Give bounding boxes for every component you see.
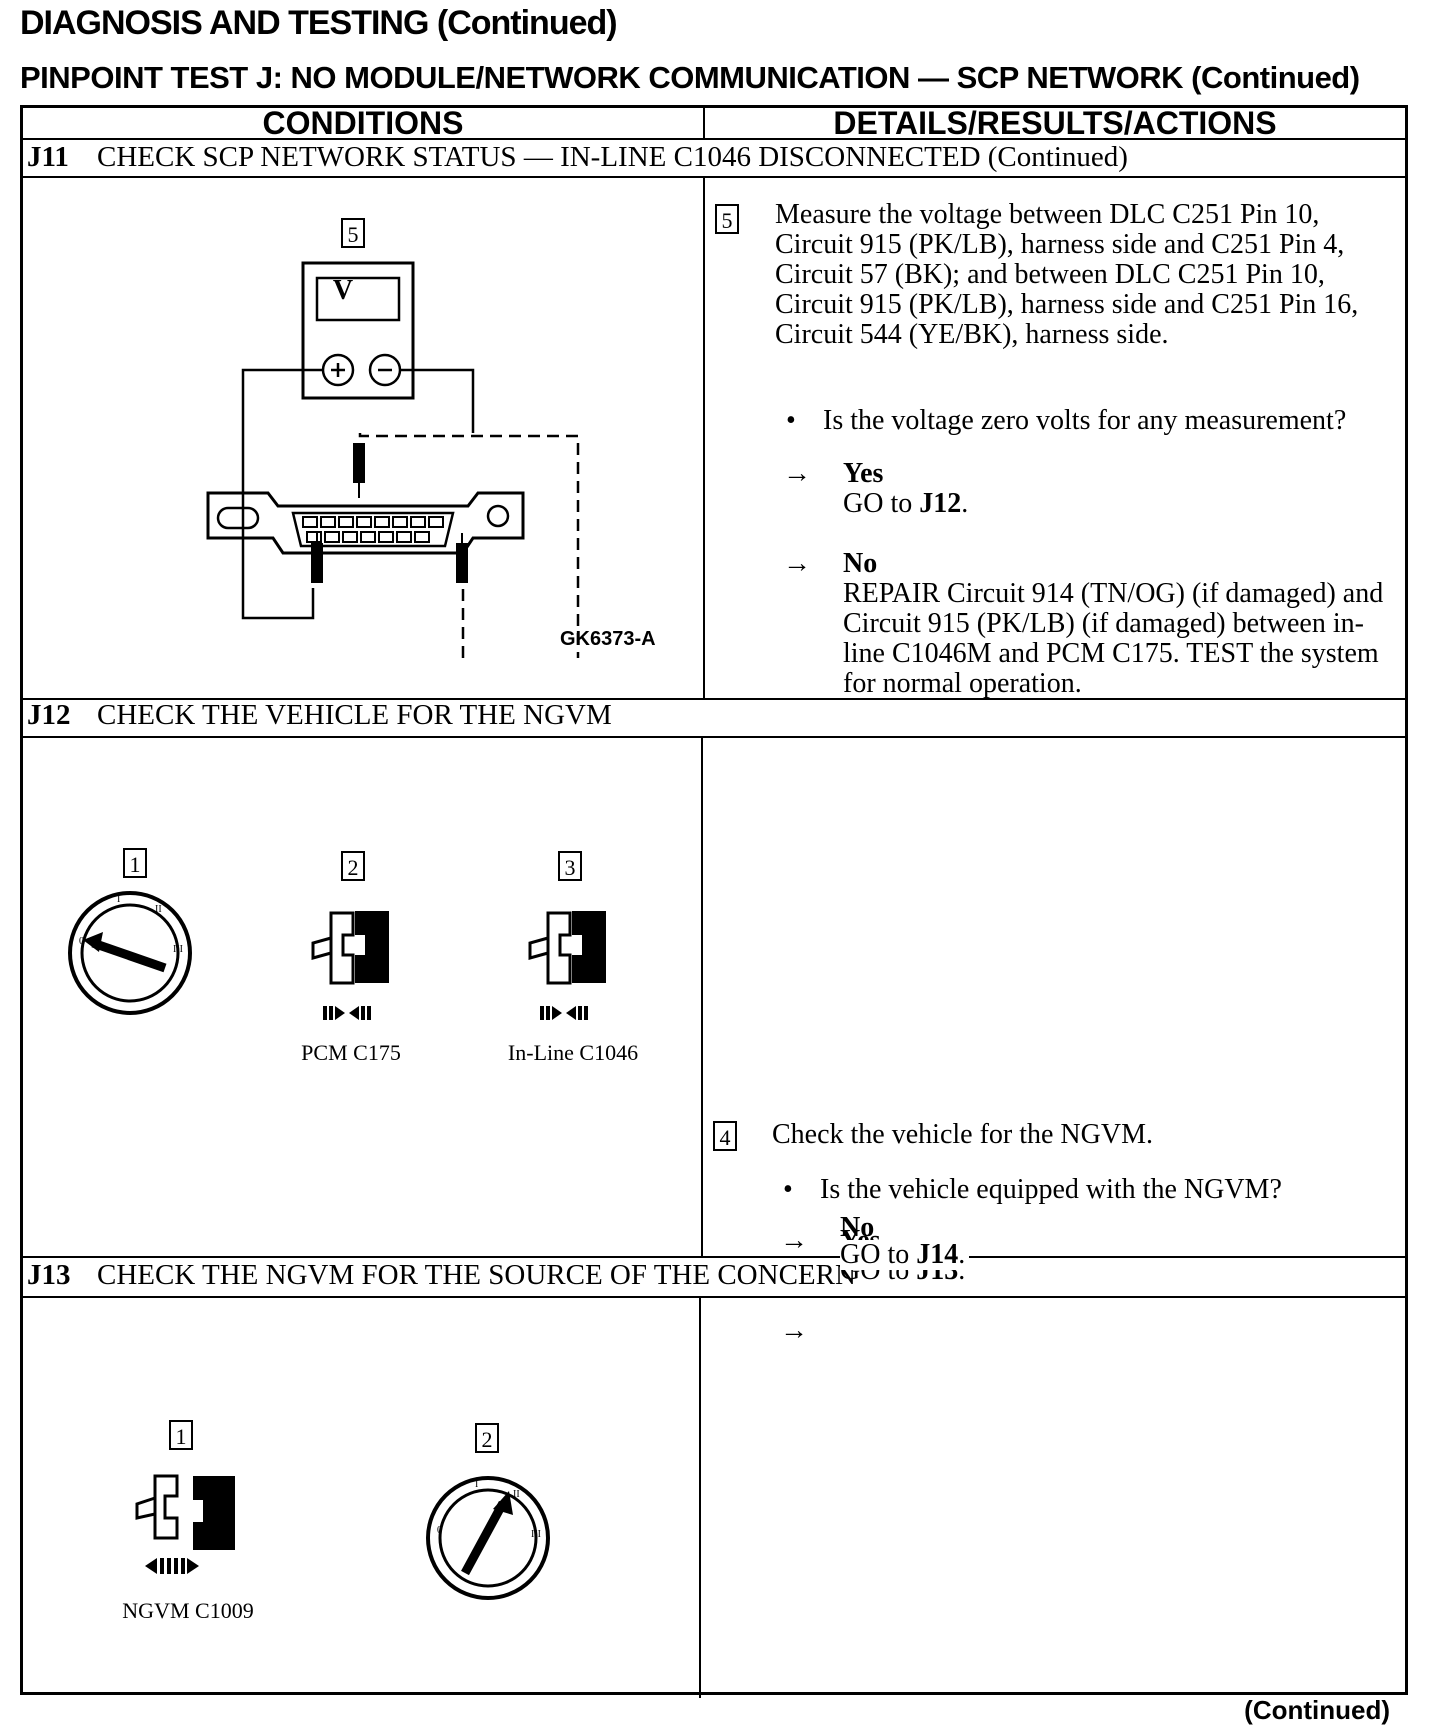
j11-yes-action: GO to J12. [843, 488, 969, 519]
j12-no-label: No [840, 1212, 875, 1243]
conditions-heading: CONDITIONS [262, 105, 464, 141]
j11-bottom-rule [23, 698, 1405, 700]
j11-figure-step: 5 [341, 218, 365, 248]
svg-text:III: III [531, 1529, 541, 1540]
j11-step-number: 5 [715, 204, 739, 234]
j11-no-action: REPAIR Circuit 914 (TN/OG) (if damaged) … [843, 578, 1384, 699]
header-row-rule [23, 138, 1405, 140]
j12-col-divider [701, 736, 703, 1256]
j12-row-title: J12 CHECK THE VEHICLE FOR THE NGVM [27, 699, 612, 732]
svg-text:0: 0 [79, 936, 84, 947]
j11-figure-code: GK6373-A [560, 628, 656, 650]
j12-fig3-step: 3 [558, 851, 582, 881]
svg-text:0: 0 [437, 1525, 442, 1536]
connector-disconnect-icon [528, 911, 606, 1020]
j12-step-number: 4 [713, 1121, 737, 1151]
j13-row-title: J13 CHECK THE NGVM FOR THE SOURCE OF THE … [27, 1259, 856, 1292]
j12-fig2-step: 2 [341, 851, 365, 881]
j11-col-divider [703, 176, 705, 698]
svg-text:I: I [117, 894, 120, 905]
j13-fig2-step: 2 [475, 1423, 499, 1453]
page-title: DIAGNOSIS AND TESTING (Continued) [20, 4, 618, 42]
svg-text:II: II [513, 1489, 520, 1500]
voltmeter-dlc-icon [206, 261, 580, 658]
j12-id: J12 [27, 699, 71, 731]
details-heading: DETAILS/RESULTS/ACTIONS [833, 105, 1277, 141]
j11-instruction: Measure the voltage between DLC C251 Pin… [775, 199, 1359, 350]
j12-instruction: Check the vehicle for the NGVM. [772, 1119, 1153, 1150]
svg-text:I: I [475, 1479, 478, 1490]
j11-id: J11 [27, 141, 69, 173]
pinpoint-test-title: PINPOINT TEST J: NO MODULE/NETWORK COMMU… [20, 60, 1360, 95]
j12-title-rule [23, 736, 1405, 738]
right-arrow-icon: → [780, 1315, 808, 1346]
j13-col-divider [699, 1296, 701, 1698]
j12-question: Is the vehicle equipped with the NGVM? [820, 1174, 1282, 1205]
right-arrow-icon: → [780, 1225, 808, 1256]
ignition-switch-icon: 0 I II III [426, 1476, 550, 1600]
j11-question: Is the voltage zero volts for any measur… [823, 405, 1347, 436]
j11-yes-link-j12[interactable]: J12 [919, 488, 962, 519]
j13-title-rule [23, 1296, 1405, 1298]
continued-footer: (Continued) [1244, 1695, 1390, 1725]
j11-yes-label: Yes [843, 458, 884, 489]
right-arrow-icon: → [783, 458, 811, 489]
j12-no-action: GO to J14. [840, 1239, 970, 1270]
j11-title-rule [23, 176, 1405, 178]
connector-disconnect-icon [311, 911, 389, 1020]
bullet-icon: • [786, 405, 796, 436]
voltmeter-label: V [332, 275, 354, 306]
connector-disconnect-icon [135, 1474, 235, 1574]
j12-no-action-prefix: GO to [840, 1239, 917, 1270]
j12-fig1-step: 1 [123, 848, 147, 878]
j13-id: J13 [27, 1259, 71, 1291]
j12-fig2-caption: PCM C175 [301, 1040, 401, 1065]
ignition-switch-icon: 0 I II III [68, 891, 192, 1015]
bullet-icon: • [783, 1174, 793, 1205]
j11-row-title: J11 CHECK SCP NETWORK STATUS — IN-LINE C1… [27, 141, 1128, 174]
svg-text:II: II [155, 904, 162, 915]
j12-title: CHECK THE VEHICLE FOR THE NGVM [97, 699, 612, 731]
svg-text:III: III [173, 944, 183, 955]
j11-yes-action-prefix: GO to [843, 488, 920, 519]
j11-title: CHECK SCP NETWORK STATUS — IN-LINE C1046… [97, 141, 1128, 173]
j13-fig1-caption: NGVM C1009 [122, 1598, 254, 1623]
j11-no-label: No [843, 548, 878, 579]
right-arrow-icon: → [783, 548, 811, 579]
j12-bottom-rule [23, 1256, 1405, 1258]
j13-title: CHECK THE NGVM FOR THE SOURCE OF THE CON… [97, 1259, 856, 1291]
j13-fig1-step: 1 [169, 1420, 193, 1450]
j12-fig3-caption: In-Line C1046 [507, 1040, 639, 1065]
header-col-divider [703, 108, 705, 138]
j12-no-link-j14[interactable]: J14 [916, 1239, 959, 1270]
